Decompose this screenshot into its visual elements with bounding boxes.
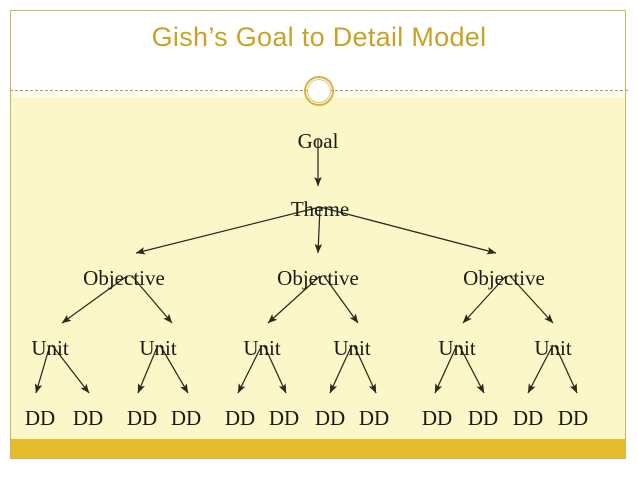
node-dd-9: DD: [421, 406, 453, 430]
node-unit-3: Unit: [243, 336, 281, 360]
node-dd-4: DD: [170, 406, 202, 430]
circle-decoration-inner-icon: [307, 79, 331, 103]
node-dd-6: DD: [268, 406, 300, 430]
node-dd-8: DD: [358, 406, 390, 430]
node-unit-2: Unit: [139, 336, 177, 360]
page-title: Gish’s Goal to Detail Model: [151, 22, 487, 52]
node-dd-7: DD: [314, 406, 346, 430]
node-goal: Goal: [297, 129, 339, 153]
node-unit-5: Unit: [438, 336, 476, 360]
footer-accent-bar: [11, 439, 625, 458]
node-dd-12: DD: [557, 406, 589, 430]
node-dd-3: DD: [126, 406, 158, 430]
node-theme: Theme: [290, 197, 350, 221]
node-objective-1: Objective: [83, 266, 165, 290]
node-unit-1: Unit: [31, 336, 69, 360]
node-objective-3: Objective: [463, 266, 545, 290]
node-objective-2: Objective: [277, 266, 359, 290]
node-dd-2: DD: [72, 406, 104, 430]
node-unit-4: Unit: [333, 336, 371, 360]
node-dd-1: DD: [24, 406, 56, 430]
node-unit-6: Unit: [534, 336, 572, 360]
circle-decoration-icon: [304, 76, 334, 106]
node-dd-11: DD: [512, 406, 544, 430]
node-dd-10: DD: [467, 406, 499, 430]
node-dd-5: DD: [224, 406, 256, 430]
